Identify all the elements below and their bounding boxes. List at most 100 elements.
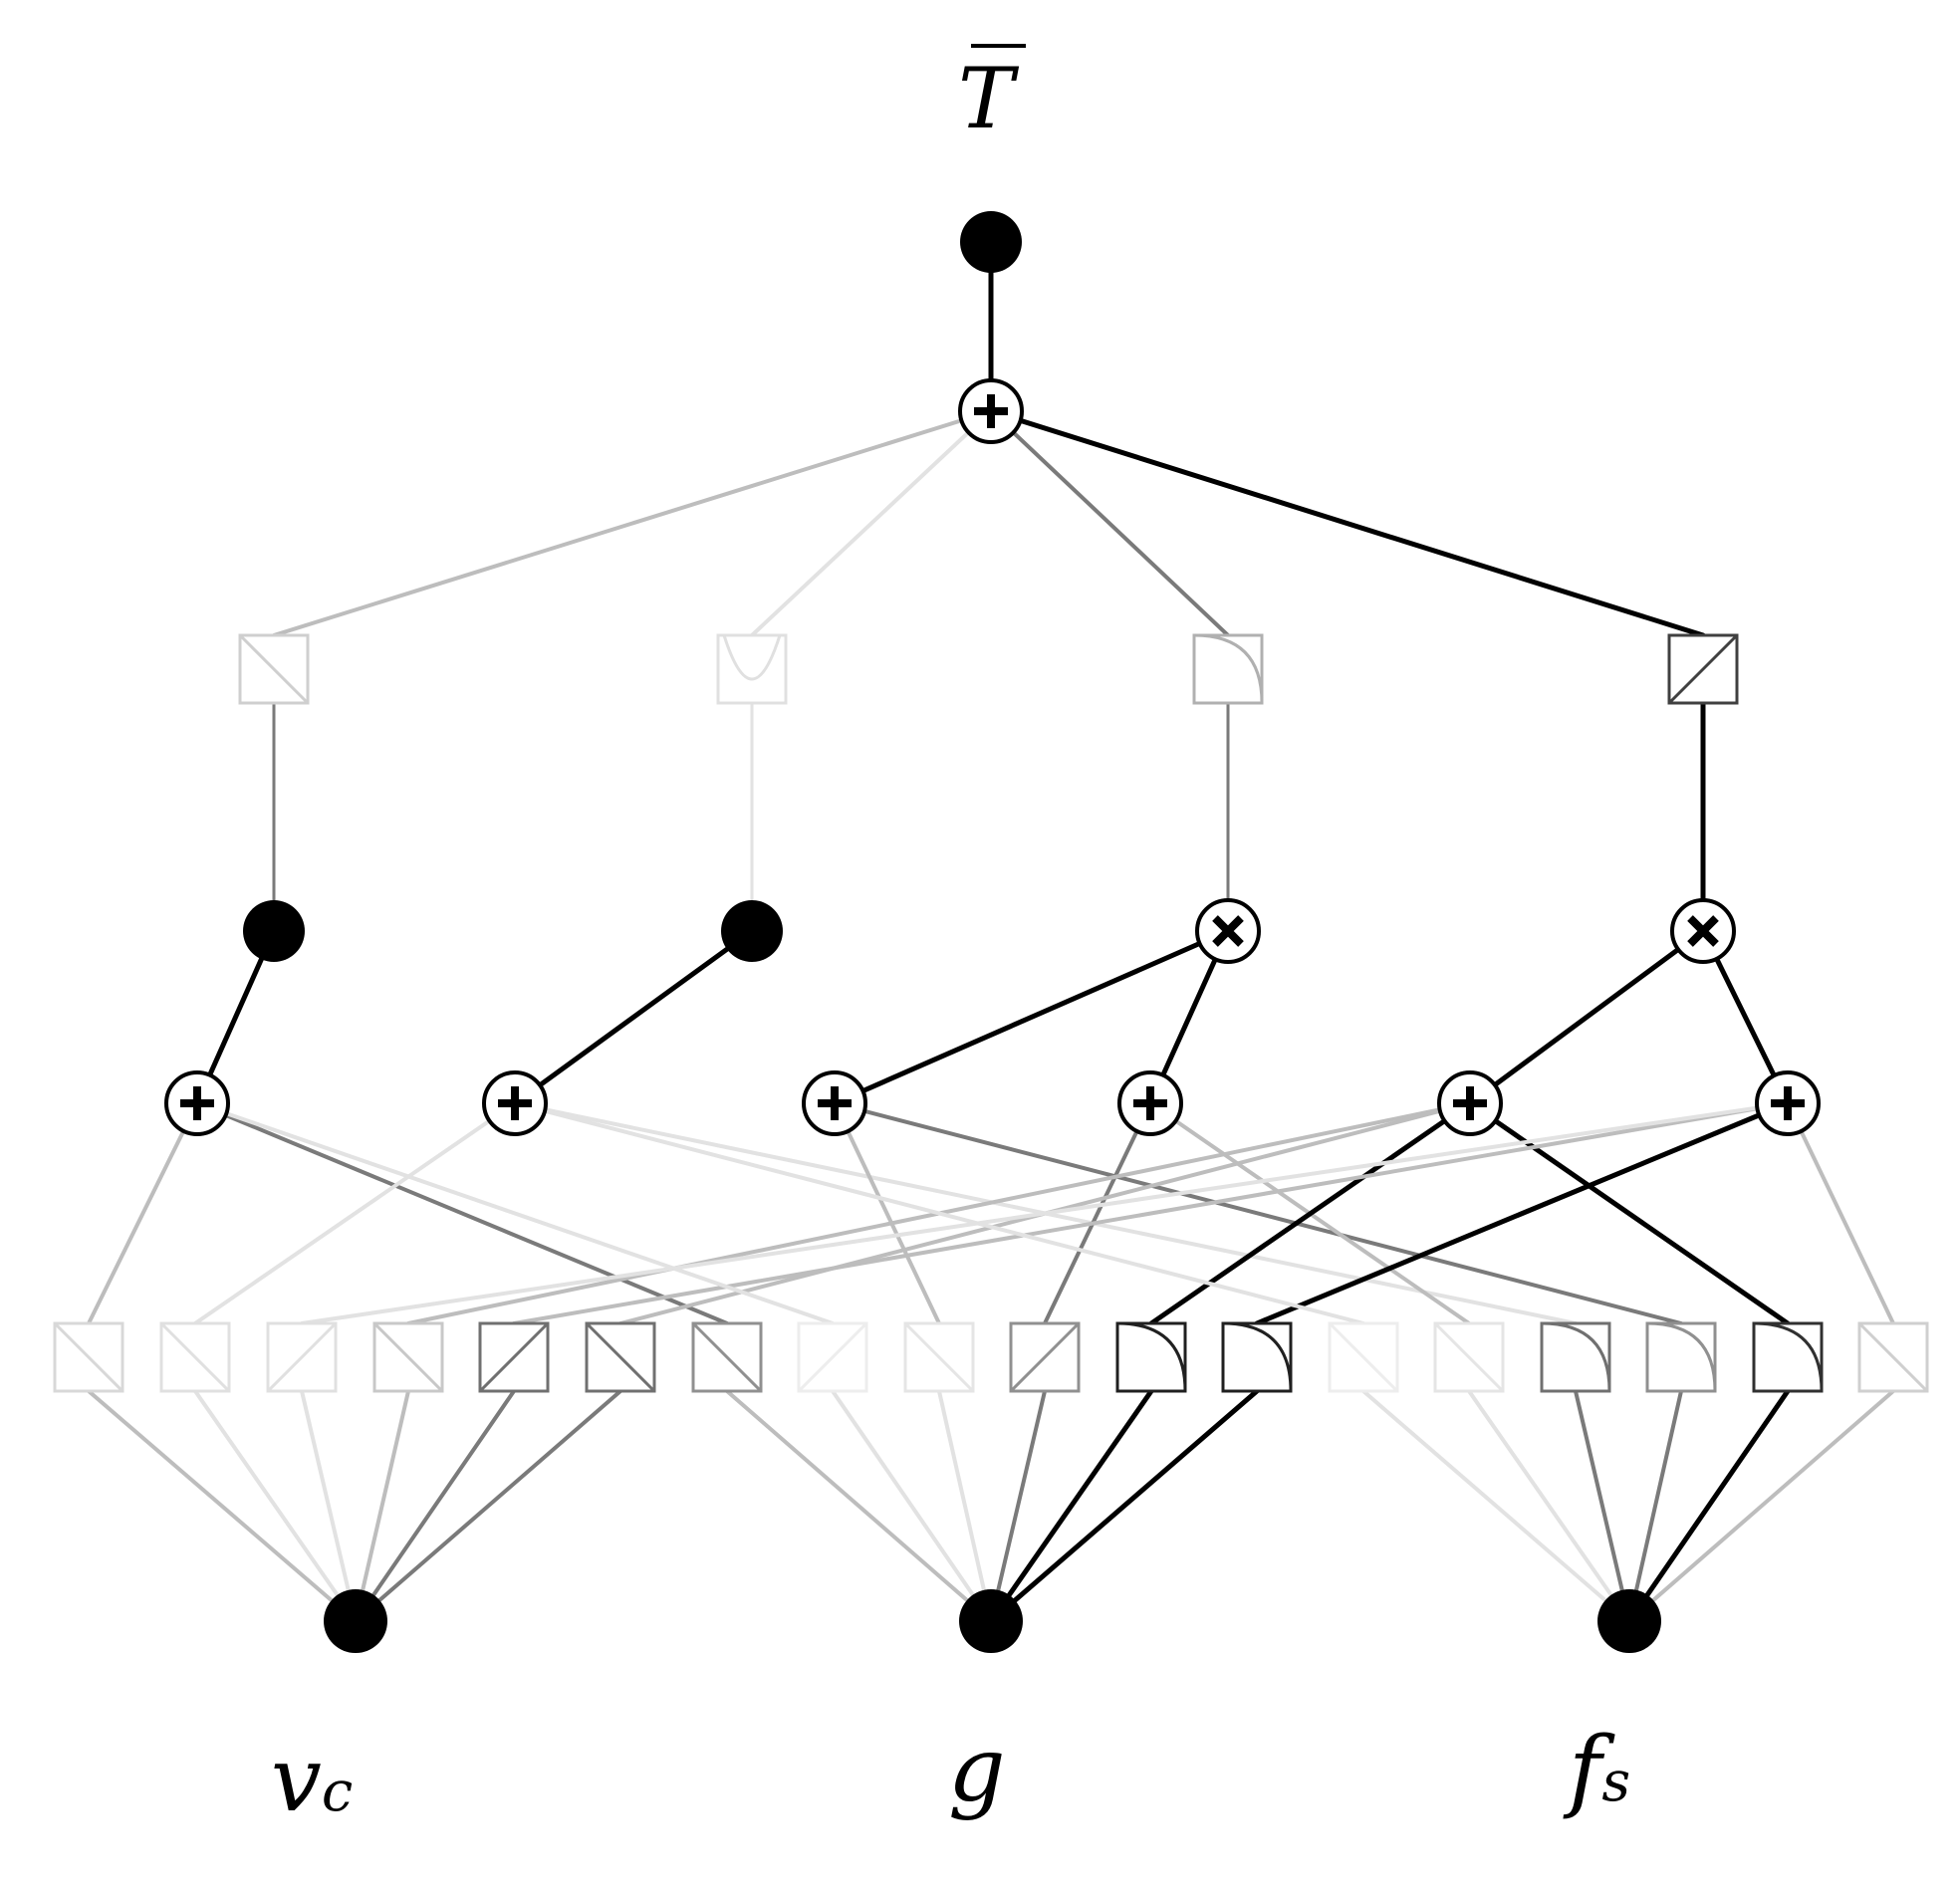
activation-node-l4-12-curve — [1328, 1321, 1399, 1393]
activation-node-l4-13-curve — [1433, 1321, 1505, 1393]
edge-l3-box-5-0 — [1254, 1100, 1791, 1326]
input-label-vc: vc — [271, 1728, 353, 1832]
activation-node-l4-4 — [478, 1321, 550, 1393]
sum-node-l3-3-glyph — [1133, 1086, 1167, 1120]
edge-cross-e — [513, 1101, 1365, 1325]
activation-node-l4-15 — [1645, 1321, 1717, 1393]
product-node-l2-3 — [1670, 898, 1736, 964]
activation-node-l4-11-curve — [1222, 1321, 1293, 1392]
hidden-node-l2-1 — [721, 900, 783, 962]
edge-l3-box-4-0 — [1148, 1100, 1473, 1326]
sum-node-l3-4 — [1437, 1070, 1503, 1136]
edge-box-input-15 — [1627, 1389, 1683, 1623]
edge-l2-l3-2a — [832, 928, 1231, 1106]
sum-node-l3-0 — [164, 1070, 230, 1136]
top-sum-node-glyph — [974, 394, 1008, 428]
edge-l3-box-1-0 — [193, 1101, 517, 1325]
activation-node-l4-8-curve — [903, 1321, 975, 1393]
activation-node-l4-0 — [53, 1321, 124, 1393]
activation-node-l4-9 — [1009, 1321, 1081, 1393]
product-node-l2-2 — [1195, 898, 1261, 964]
activation-node-l4-11 — [1221, 1321, 1293, 1393]
edge-box-input-13 — [1467, 1389, 1631, 1623]
sum-node-l3-2-glyph — [818, 1086, 852, 1120]
activation-node-l4-7-curve — [797, 1321, 868, 1393]
edge-box-input-1 — [193, 1389, 358, 1623]
input-node-0 — [324, 1589, 387, 1653]
sum-node-l3-2 — [802, 1070, 867, 1136]
edge-box-input-7 — [831, 1389, 993, 1623]
activation-node-l4-16-frame — [1752, 1321, 1824, 1393]
edge-l2-l3-1 — [512, 928, 755, 1106]
activation-node-l1-2-frame — [1192, 633, 1264, 705]
sum-node-l3-3 — [1117, 1070, 1183, 1136]
activation-node-l4-13 — [1433, 1321, 1505, 1393]
edge-top-l1-0 — [272, 409, 993, 637]
edge-box-input-4 — [354, 1389, 516, 1623]
activation-node-l4-4-curve — [478, 1321, 550, 1393]
output-node — [960, 211, 1022, 273]
edge-box-input-11 — [988, 1388, 1260, 1624]
activation-node-l4-17-curve — [1857, 1321, 1929, 1393]
activation-node-l4-1-curve — [159, 1321, 231, 1393]
activation-node-l4-1 — [159, 1321, 231, 1393]
activation-node-l1-2-curve — [1193, 633, 1264, 704]
edge-top-l1-1 — [750, 409, 993, 637]
activation-node-l4-2-curve — [266, 1321, 338, 1393]
activation-node-l4-0-curve — [53, 1321, 124, 1393]
activation-node-l1-1 — [716, 633, 788, 705]
activation-node-l4-6 — [691, 1321, 763, 1393]
edges — [87, 239, 1895, 1624]
activation-node-l4-5 — [585, 1321, 656, 1393]
activation-node-l1-2 — [1192, 633, 1264, 705]
edge-box-input-9 — [989, 1389, 1047, 1623]
activation-node-l4-15-frame — [1645, 1321, 1717, 1393]
edge-box-input-3 — [354, 1389, 410, 1623]
edge-l3-box-4-1 — [1467, 1100, 1791, 1326]
edge-top-l1-2 — [989, 409, 1230, 637]
output-label-text: T — [958, 50, 1020, 147]
input-node-2 — [1597, 1589, 1661, 1653]
edge-top-l1-3 — [988, 408, 1706, 638]
activation-node-l4-3 — [372, 1321, 444, 1393]
sum-node-l3-1 — [482, 1070, 548, 1136]
edge-l3-box-0-0 — [87, 1101, 199, 1325]
edge-cross-c — [512, 1101, 1790, 1325]
edge-box-input-10 — [988, 1388, 1154, 1624]
activation-node-l1-3-curve — [1667, 633, 1739, 705]
edge-box-input-16 — [1626, 1388, 1791, 1624]
sum-node-l3-5-glyph — [1771, 1086, 1805, 1120]
activation-node-l4-3-curve — [372, 1321, 444, 1393]
activation-node-l4-17 — [1857, 1321, 1929, 1393]
edge-cross-f — [195, 1101, 835, 1325]
activation-node-l4-2 — [266, 1321, 338, 1393]
activation-node-l4-7 — [797, 1321, 868, 1393]
top-sum-node — [958, 378, 1024, 444]
activation-node-l4-8 — [903, 1321, 975, 1393]
input-node-1 — [959, 1589, 1023, 1653]
activation-node-l4-5-curve — [585, 1321, 656, 1393]
activation-node-l4-15-curve — [1646, 1321, 1717, 1392]
activation-node-l4-10-curve — [1116, 1321, 1187, 1392]
activation-node-l4-14 — [1540, 1321, 1611, 1393]
edge-box-input-8 — [937, 1389, 993, 1623]
edge-l3-box-0-1 — [195, 1101, 729, 1325]
input-label-g: g — [948, 1718, 1006, 1822]
activation-node-l4-10 — [1115, 1321, 1187, 1393]
edge-box-input-14 — [1574, 1389, 1631, 1623]
activation-node-l4-6-curve — [691, 1321, 763, 1393]
activation-node-l1-1-curve — [722, 634, 782, 681]
product-node-l2-2-glyph — [1212, 915, 1244, 947]
activation-node-l1-3 — [1667, 633, 1739, 705]
product-node-l2-3-glyph — [1687, 915, 1719, 947]
activation-node-l4-14-frame — [1540, 1321, 1611, 1393]
sum-node-l3-0-glyph — [180, 1086, 214, 1120]
edge-box-input-12 — [1361, 1389, 1631, 1623]
sum-node-l3-4-glyph — [1453, 1086, 1487, 1120]
activation-node-l4-11-frame — [1221, 1321, 1293, 1393]
activation-node-l4-14-curve — [1541, 1321, 1611, 1392]
output-label: T — [958, 44, 1026, 147]
edge-box-input-6 — [725, 1389, 993, 1623]
activation-node-l4-16-curve — [1753, 1321, 1824, 1392]
